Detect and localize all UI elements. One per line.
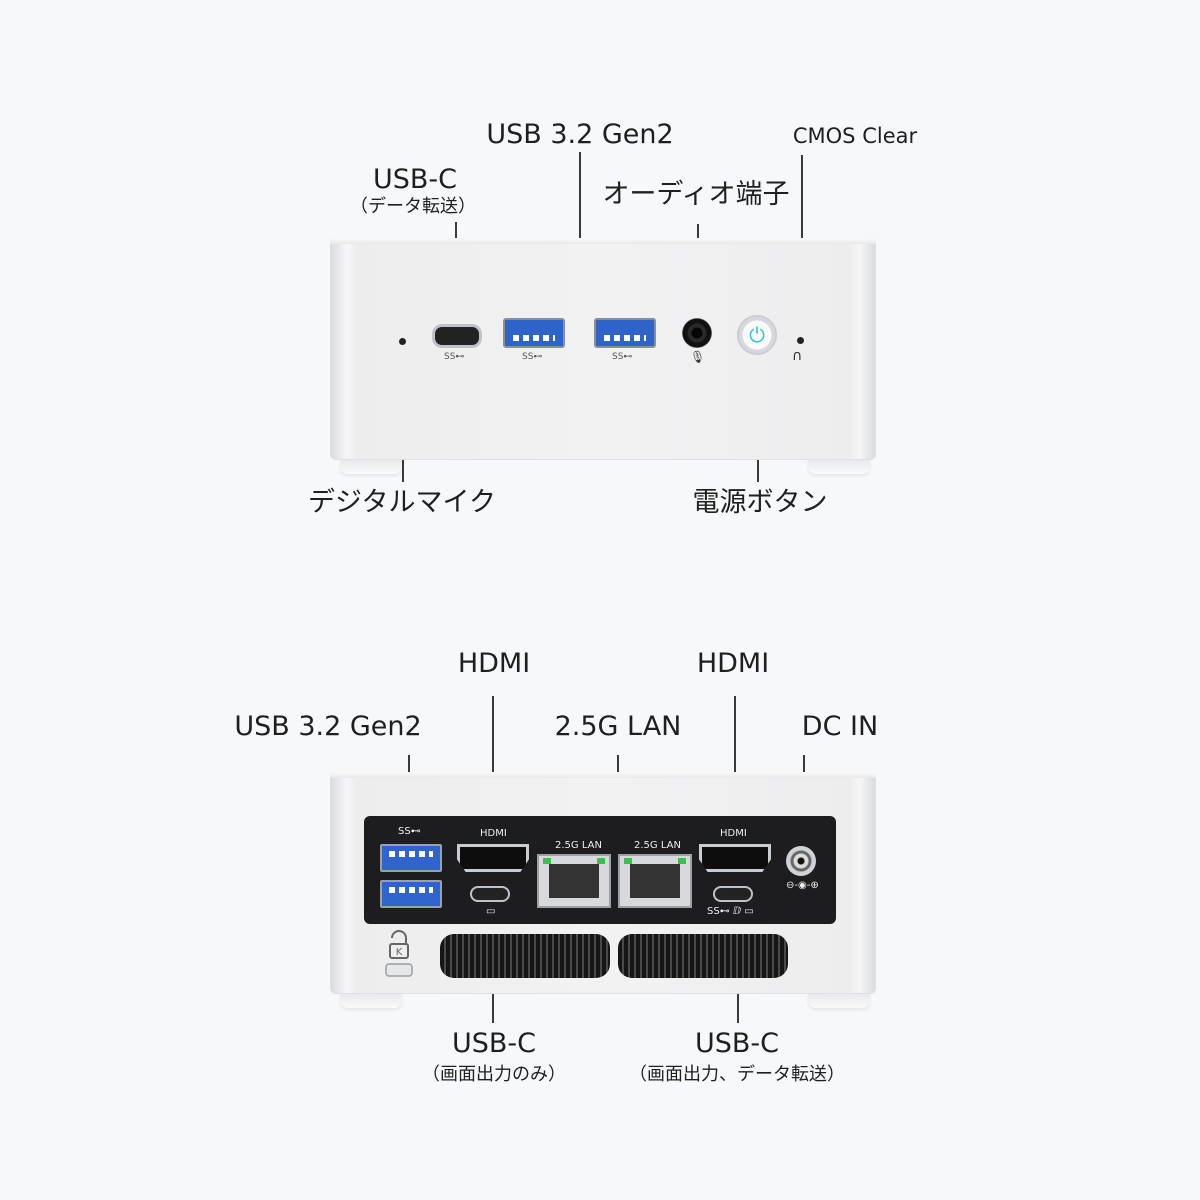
rear-usbc-right-icons: SS⊷ ⅅ ▭: [707, 906, 754, 917]
front-usbc-label: USB-C: [372, 164, 458, 195]
power-icon: ⏻: [749, 323, 765, 347]
audio-jack: [682, 318, 712, 348]
rear-vent-right: [618, 934, 788, 978]
front-top-edge: [330, 238, 876, 244]
rear-usbc-left-label: USB-C: [451, 1028, 537, 1059]
rear-lan-port-2: [618, 854, 692, 908]
rear-left-foot: [340, 994, 402, 1008]
rear-usb-ss-text: SS⊷: [398, 826, 421, 837]
front-mic-label: デジタルマイク: [308, 487, 496, 518]
front-cmos-label: CMOS Clear: [792, 124, 918, 148]
rear-panel-lan-2-text: 2.5G LAN: [634, 840, 681, 851]
front-device-body: [330, 238, 876, 460]
rear-lan-2-led-right: [678, 858, 686, 864]
front-usba-2-ss-text: SS⊷: [612, 352, 633, 362]
audio-mic-icon: 🎙: [690, 350, 706, 364]
rear-usbc-left-sub: （画面出力のみ）: [422, 1064, 566, 1085]
rear-dc-label: DC IN: [801, 711, 879, 742]
rear-hdmi-left-label: HDMI: [457, 648, 531, 679]
rear-lan-label: 2.5G LAN: [554, 711, 682, 742]
cmos-clear-icon: ∩: [792, 348, 803, 364]
rear-lan-2-socket: [630, 864, 680, 898]
power-button[interactable]: ⏻: [738, 316, 776, 354]
rear-usbc-right-sub: （画面出力、データ転送）: [629, 1064, 845, 1085]
rear-vent-left: [440, 934, 610, 978]
rear-panel-hdmi-left-text: HDMI: [480, 828, 507, 839]
rear-usba-port-1: [380, 844, 442, 872]
rear-lan-1-led-left: [543, 858, 551, 864]
rear-top-edge: [330, 772, 876, 778]
rear-hdmi-port-right: [699, 844, 771, 872]
rear-lan-1-led-right: [597, 858, 605, 864]
front-right-foot: [808, 460, 870, 474]
digital-mic-hole: [399, 338, 406, 345]
front-usba-1-ss-text: SS⊷: [522, 352, 543, 362]
front-usbc-sub: （データ転送）: [350, 196, 476, 217]
rear-hdmi-port-left: [457, 844, 529, 872]
rear-lan-1-socket: [549, 864, 599, 898]
rear-hdmi-right-leader: [734, 696, 736, 816]
front-audio-label: オーディオ端子: [602, 179, 790, 210]
svg-text:K: K: [396, 947, 403, 958]
front-power-label: 電源ボタン: [692, 487, 828, 518]
rear-panel-hdmi-right-text: HDMI: [720, 828, 747, 839]
front-left-foot: [340, 460, 402, 474]
cmos-clear-hole: [797, 337, 804, 344]
rear-usba-port-2: [380, 880, 442, 908]
rear-lan-port-1: [537, 854, 611, 908]
front-usbc-port: [432, 324, 482, 348]
front-usb-gen2-label: USB 3.2 Gen2: [486, 119, 674, 150]
front-usba-port-2: [594, 318, 656, 348]
front-usb-leader: [579, 152, 581, 267]
rear-lan-2-led-left: [624, 858, 632, 864]
rear-panel-lan-1-text: 2.5G LAN: [555, 840, 602, 851]
front-usbc-ss-text: SS⊷: [444, 352, 465, 362]
rear-usbc-port-right: [713, 886, 753, 902]
rear-dc-polarity-icon: ⊖-◉-⊕: [786, 880, 819, 891]
kensington-lock-icon: K: [385, 930, 413, 977]
rear-right-foot: [808, 994, 870, 1008]
front-usba-port-1: [503, 318, 565, 348]
rear-usbc-port-left: [470, 886, 510, 902]
dc-in-jack: [786, 846, 816, 876]
rear-usb-gen2-label: USB 3.2 Gen2: [234, 711, 422, 742]
rear-usbc-left-monitor-icon: ▭: [486, 906, 496, 917]
rear-hdmi-left-leader: [492, 696, 494, 816]
rear-usbc-right-label: USB-C: [694, 1028, 780, 1059]
rear-hdmi-right-label: HDMI: [696, 648, 770, 679]
